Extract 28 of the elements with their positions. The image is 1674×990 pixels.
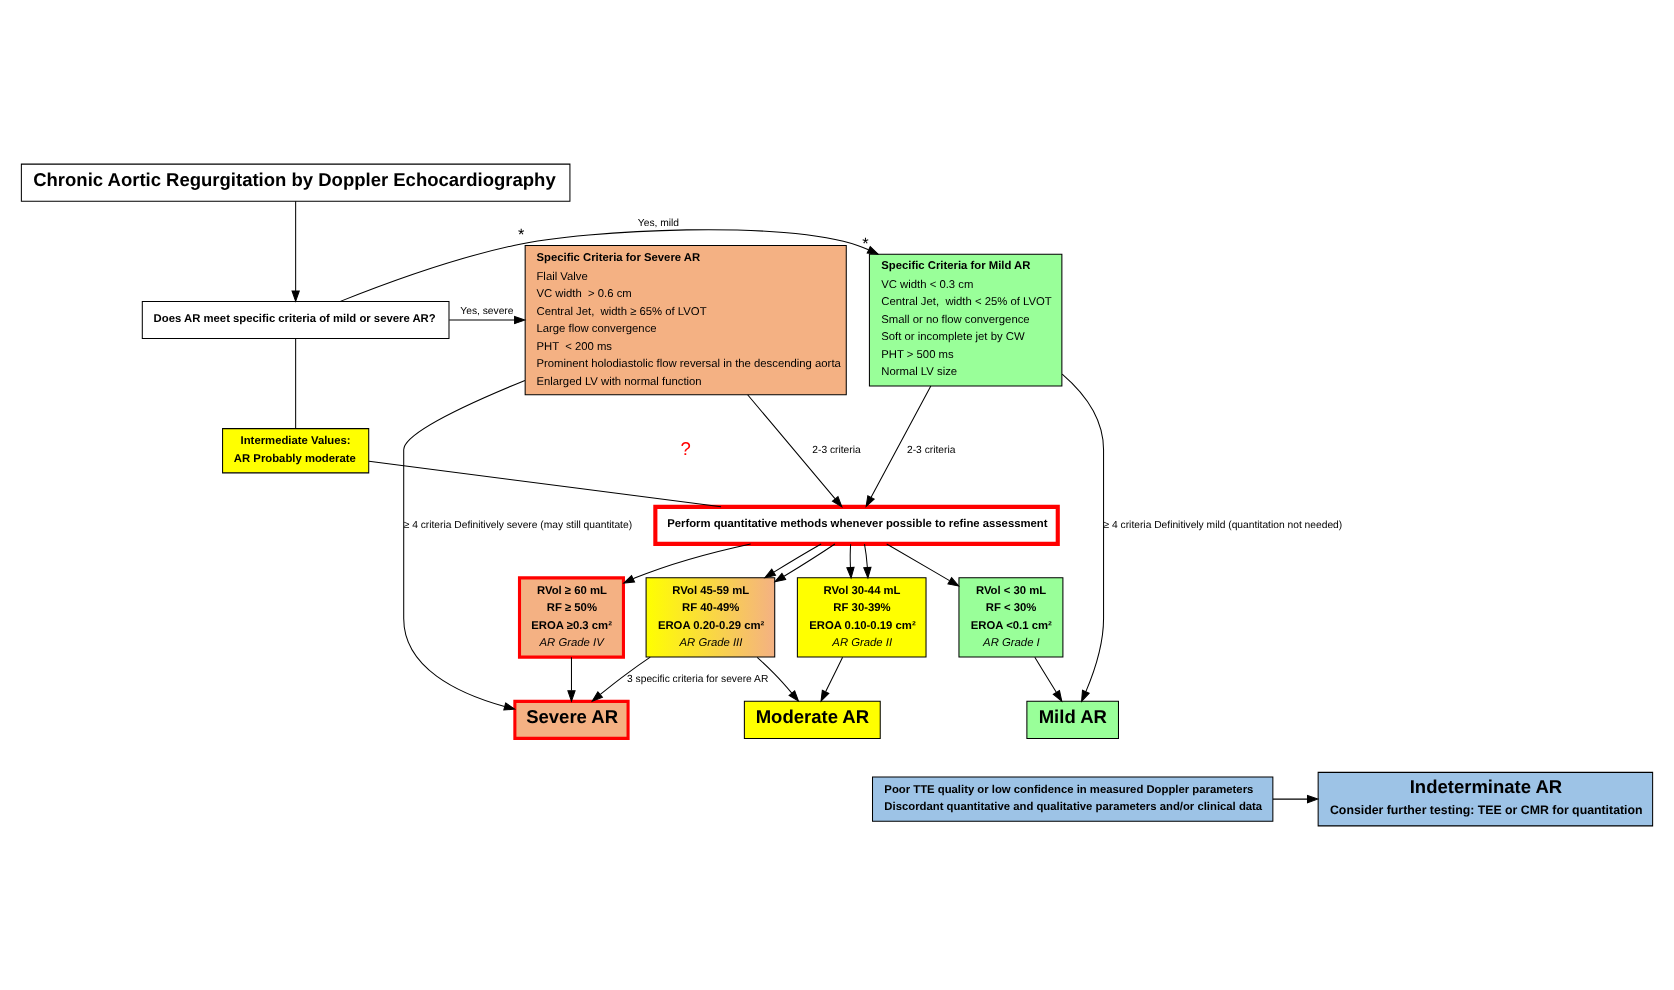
arrow	[403, 379, 526, 711]
connector	[295, 338, 297, 429]
arrow	[448, 315, 527, 325]
node-box: Chronic Aortic Regurgitation by Doppler Echocardiography	[20, 163, 571, 202]
arrow	[591, 656, 651, 703]
node-box: Severe AR	[513, 699, 630, 740]
arrow	[763, 543, 822, 579]
node-label: *	[517, 226, 525, 245]
node-box: Moderate AR	[743, 700, 881, 739]
node-box: Mild AR	[1026, 700, 1119, 739]
arrow	[291, 200, 300, 303]
arrow	[622, 543, 752, 584]
arrow	[1061, 373, 1105, 703]
arrow	[1034, 656, 1063, 703]
arrow	[773, 543, 836, 583]
arrow	[756, 656, 800, 703]
arrow	[846, 543, 855, 580]
arrow	[863, 543, 872, 580]
arrow	[1272, 794, 1320, 804]
arrow	[865, 385, 932, 508]
arrow	[820, 656, 844, 703]
node-label: *	[862, 234, 869, 253]
connector	[368, 460, 722, 508]
arrow	[747, 394, 843, 509]
label: ?	[680, 439, 691, 460]
arrow	[339, 229, 880, 302]
arrow	[886, 543, 960, 587]
arrow	[567, 656, 576, 703]
